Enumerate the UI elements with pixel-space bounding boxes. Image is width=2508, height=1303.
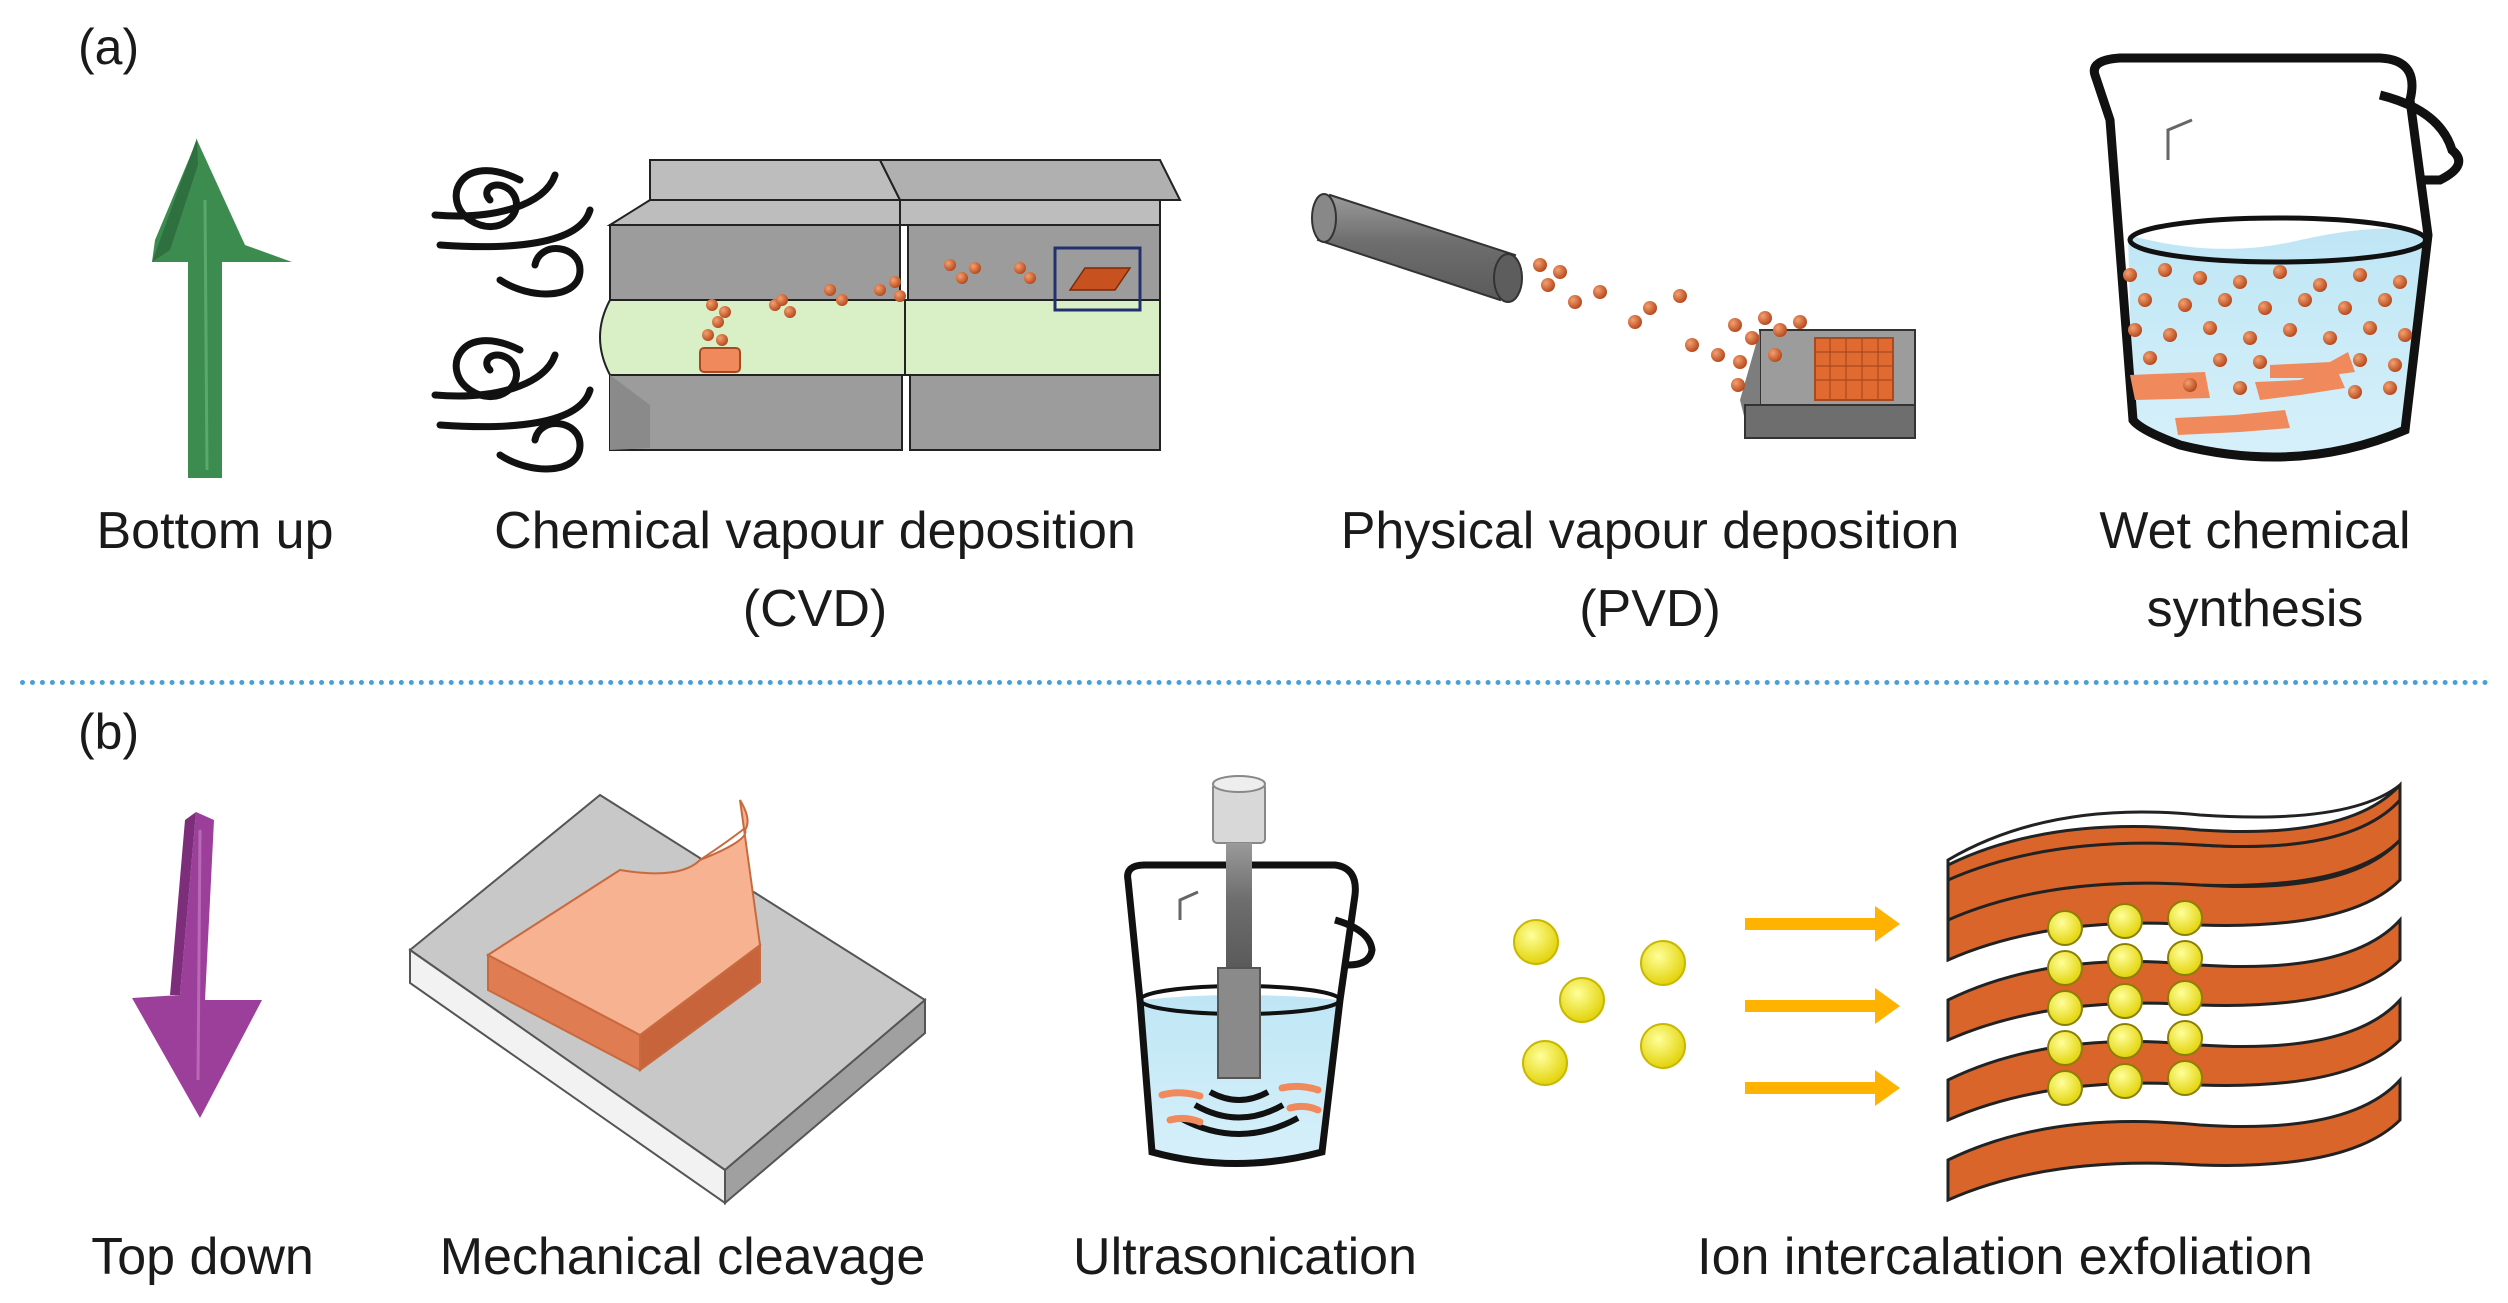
ultrasonication-beaker-icon [1124,775,1376,1167]
mechanical-cleavage-illustration [408,793,927,1206]
panel-b-label: (b) [78,704,140,760]
bottom-up-label: Bottom up [96,502,334,560]
bottom-up-arrow-icon [152,138,292,478]
pvd-name: Physical vapour deposition [1340,502,1960,560]
panel-a-label: (a) [78,19,140,75]
flow-arrow-icon [1745,906,1900,1106]
cvd-label: Chemical vapour deposition (CVD) [415,492,1215,648]
top-down-arrow-icon [132,812,262,1118]
section-divider [20,680,2490,685]
ion-intercalation-illustration [1513,781,2402,1203]
pvd-illustration [1311,193,1916,439]
ultrasonication-label: Ultrasonication [1073,1228,1417,1286]
wet-chemical-label: Wet chemical synthesis [2055,492,2455,648]
cvd-illustration [431,159,1182,473]
wet-chemical-abbr: synthesis [2146,580,2364,638]
top-down-label: Top down [91,1228,314,1286]
pvd-label: Physical vapour deposition (PVD) [1255,492,2045,648]
gas-flow-icon [431,167,594,473]
cvd-name: Chemical vapour deposition [494,502,1136,560]
wet-chemical-name: Wet chemical [2099,502,2411,560]
mechanical-cleavage-label: Mechanical cleavage [439,1228,926,1286]
pvd-abbr: (PVD) [1579,580,1721,638]
wet-chemical-beaker-icon [2089,53,2464,462]
ion-intercalation-label: Ion intercalation exfoliation [1697,1228,2313,1286]
cvd-abbr: (CVD) [742,580,888,638]
